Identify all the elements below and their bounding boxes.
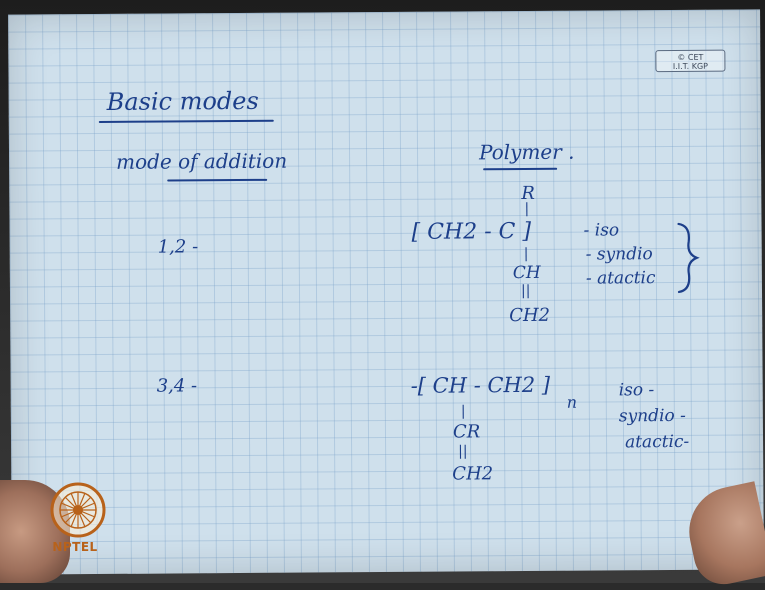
structure-2-cr: CR xyxy=(452,421,481,443)
tacticity-2-iso: iso - xyxy=(618,380,655,401)
structure-2-main: -[ CH - CH2 ] xyxy=(410,372,551,398)
nptel-logo-text: NPTEL xyxy=(52,540,98,554)
tacticity-1-iso: - iso xyxy=(583,220,620,241)
subheading-text: mode of addition xyxy=(116,148,288,174)
mode-34-label: 3,4 - xyxy=(156,375,198,397)
heading-text: Basic modes xyxy=(106,86,259,116)
tacticity-1-atactic: - atactic xyxy=(585,268,656,289)
copyright-stamp: © CET I.I.T. KGP xyxy=(655,49,726,73)
structure-1-ch2: CH2 xyxy=(509,304,551,327)
subheading-underline xyxy=(167,178,268,182)
structure-1-bond-mid: | xyxy=(523,246,529,263)
heading-underline xyxy=(98,119,274,124)
structure-1-bond-top: | xyxy=(524,200,530,218)
notebook-page: © CET I.I.T. KGP Basic modes mode of add… xyxy=(8,9,764,575)
structure-2-double-bond: || xyxy=(458,443,468,460)
tacticity-1-syndio: - syndio xyxy=(585,244,653,265)
tacticity-2-atactic: atactic- xyxy=(624,431,690,453)
stamp-line-2: I.I.T. KGP xyxy=(672,61,709,71)
structure-2-bond-top: | xyxy=(460,403,466,420)
structure-2-ch2: CH2 xyxy=(452,463,494,485)
mode-12-label: 1,2 - xyxy=(157,236,199,258)
polymer-underline xyxy=(483,167,558,171)
nptel-logo-icon xyxy=(50,482,106,538)
structure-1-double-bond: || xyxy=(520,282,531,300)
tacticity-2-syndio: syndio - xyxy=(618,405,686,427)
structure-1-main: [ CH2 - C ] xyxy=(411,218,532,245)
polymer-label: Polymer . xyxy=(478,139,575,165)
stamp-line-1: © CET xyxy=(677,52,704,62)
tacticity-brace xyxy=(677,222,700,294)
structure-1-ch: CH xyxy=(512,262,541,284)
structure-2-subscript: n xyxy=(566,392,578,412)
